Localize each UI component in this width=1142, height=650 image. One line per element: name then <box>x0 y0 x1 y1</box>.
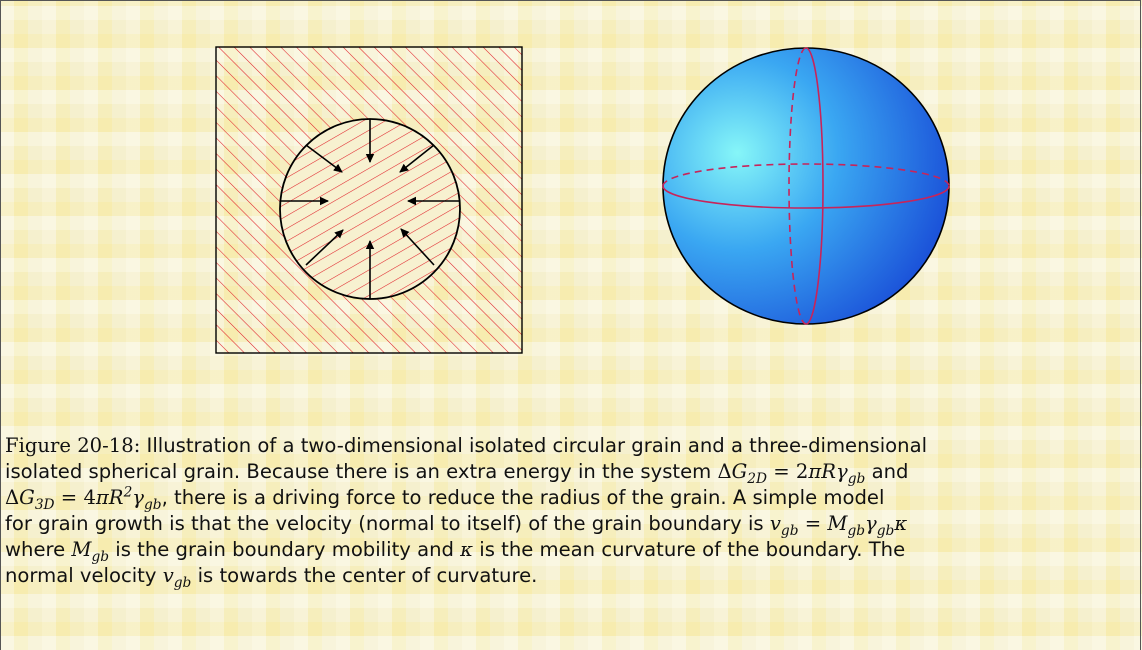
circular-grain-diagram <box>215 46 523 354</box>
caption-line: ΔG3D = 4πR2γgb, there is a driving force… <box>5 484 1142 513</box>
caption-text: normal velocity <box>5 564 163 587</box>
caption-line: isolated spherical grain. Because there … <box>5 459 1142 487</box>
caption-math: vgb = Mgbγgbκ <box>769 512 908 539</box>
caption-text: for grain growth is that the velocity (n… <box>5 512 770 535</box>
sphere <box>662 47 950 325</box>
caption-line: normal velocity vgb is towards the cente… <box>5 563 1142 591</box>
caption-text: isolated spherical grain. Because there … <box>5 460 718 483</box>
arrow-northeast <box>399 144 435 173</box>
equator-back <box>662 163 950 187</box>
meridian-front <box>805 47 824 325</box>
equator-front <box>662 185 950 209</box>
figure-label: Figure 20-18: <box>5 434 141 457</box>
arrow-southwest <box>305 229 344 266</box>
figure-illustration <box>215 46 950 354</box>
arrow-northwest <box>305 144 343 173</box>
caption-text: where <box>5 538 72 561</box>
caption-text: Illustration of a two-dimensional isolat… <box>146 434 928 457</box>
caption-text: is the mean curvature of the boundary. T… <box>473 538 906 561</box>
caption-math: ΔG3D = 4πR2γgb <box>5 484 162 513</box>
caption-text: and <box>865 460 909 483</box>
meridian-back <box>788 47 807 325</box>
arrow-southeast <box>400 228 435 266</box>
boundary-velocity-arrows <box>280 119 460 299</box>
caption-line: for grain growth is that the velocity (n… <box>5 511 1142 539</box>
caption-text: is towards the center of curvature. <box>191 564 538 587</box>
spherical-grain-diagram <box>662 47 950 325</box>
caption-line: Figure 20-18: Illustration of a two-dime… <box>5 433 1142 459</box>
caption-text: is the grain boundary mobility and <box>109 538 461 561</box>
caption-math: vgb <box>162 564 192 591</box>
caption-line: where Mgb is the grain boundary mobility… <box>5 537 1142 565</box>
caption-math: ΔG2D = 2πRγgb <box>717 460 866 487</box>
figure-caption: Figure 20-18: Illustration of a two-dime… <box>5 433 1142 591</box>
caption-math: Mgb <box>71 538 110 565</box>
caption-text: , there is a driving force to reduce the… <box>161 486 885 509</box>
caption-math: κ <box>460 538 474 561</box>
